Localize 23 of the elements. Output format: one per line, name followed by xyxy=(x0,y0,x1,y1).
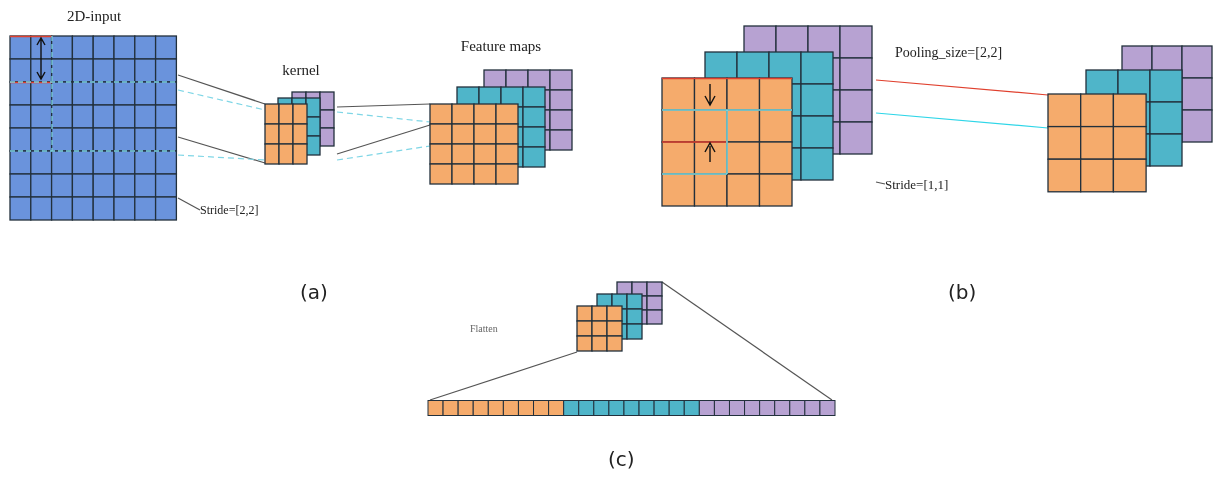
annotation-text: Stride=[2,2] xyxy=(200,203,259,218)
projection-line xyxy=(336,103,431,108)
projection-line xyxy=(177,154,266,161)
projection-line xyxy=(336,145,431,161)
projection-line xyxy=(177,74,266,105)
heading-text: 2D-input xyxy=(65,8,123,26)
projection-line xyxy=(177,136,266,164)
annotation-text: Flatten xyxy=(470,323,498,334)
projection-line xyxy=(336,111,431,123)
projection-line xyxy=(875,79,1049,96)
panel-label: (a) xyxy=(300,280,328,304)
heading-text: Feature maps xyxy=(459,38,543,56)
projection-line xyxy=(336,124,431,155)
projection-line xyxy=(661,281,833,401)
leader-line xyxy=(177,197,201,211)
annotation-text: Pooling_size=[2,2] xyxy=(895,45,1003,61)
panel-label: (c) xyxy=(608,447,635,471)
projection-line xyxy=(429,351,578,401)
panel-label: (b) xyxy=(948,280,977,304)
projection-line xyxy=(875,112,1049,129)
heading-text: kernel xyxy=(281,62,321,80)
annotation-text: Stride=[1,1] xyxy=(885,177,949,193)
leader-line xyxy=(875,181,886,185)
